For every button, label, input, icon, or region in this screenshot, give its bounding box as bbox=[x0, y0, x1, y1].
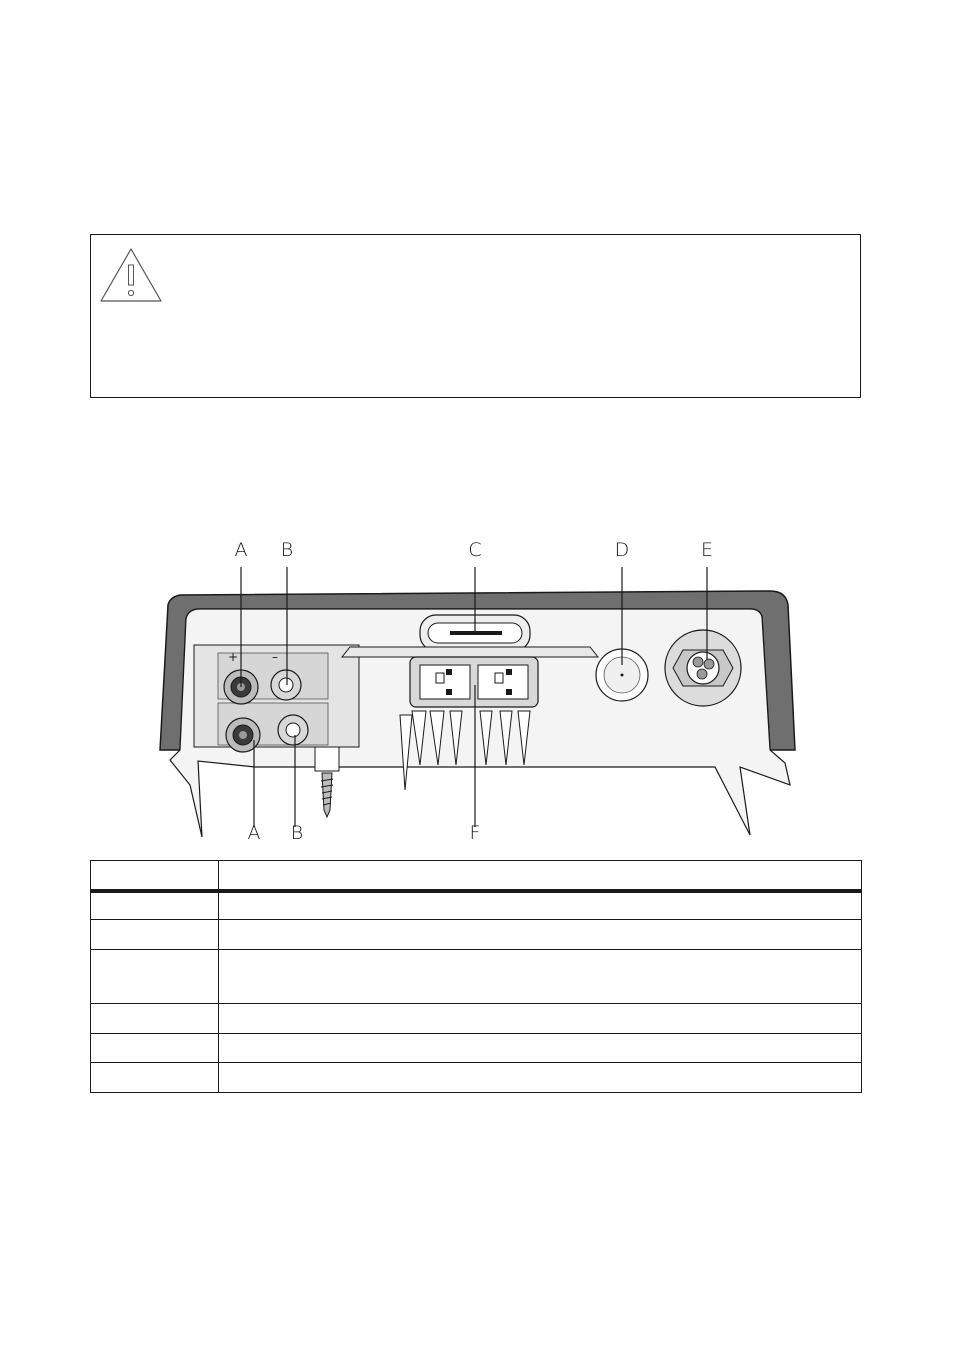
callout-b-bottom: B bbox=[290, 822, 304, 844]
table-row bbox=[91, 1063, 861, 1092]
dc-connector-minus-bottom bbox=[277, 714, 309, 746]
callout-d: D bbox=[614, 539, 630, 561]
minus-label: – bbox=[272, 650, 278, 664]
plus-label: + bbox=[228, 650, 238, 664]
callout-leaders bbox=[240, 567, 708, 827]
interface-connector bbox=[409, 656, 539, 708]
warning-box bbox=[90, 234, 861, 398]
inverter-illustration: + – bbox=[159, 567, 796, 838]
callout-e: E bbox=[700, 539, 713, 561]
inverter-connection-figure: + – bbox=[150, 535, 810, 850]
round-plug bbox=[595, 648, 649, 702]
ac-connector bbox=[664, 629, 742, 707]
dc-connector-minus-top bbox=[270, 669, 302, 701]
cooling-fins bbox=[399, 710, 531, 791]
legend-table bbox=[90, 860, 862, 1093]
table-column-divider bbox=[218, 861, 219, 1092]
table-row bbox=[91, 893, 861, 920]
table-row bbox=[91, 1034, 861, 1063]
callout-b-top: B bbox=[280, 539, 294, 561]
callout-c: C bbox=[468, 539, 482, 561]
warning-triangle-icon bbox=[100, 248, 162, 302]
dc-connector-plus-bottom bbox=[225, 717, 261, 753]
table-header-row bbox=[91, 861, 861, 893]
callout-a-top: A bbox=[234, 539, 248, 561]
housing-screw bbox=[314, 746, 340, 819]
callout-f: F bbox=[469, 822, 481, 844]
callout-a-bottom: A bbox=[247, 822, 261, 844]
table-row bbox=[91, 1004, 861, 1034]
table-row bbox=[91, 950, 861, 1004]
table-row bbox=[91, 920, 861, 950]
